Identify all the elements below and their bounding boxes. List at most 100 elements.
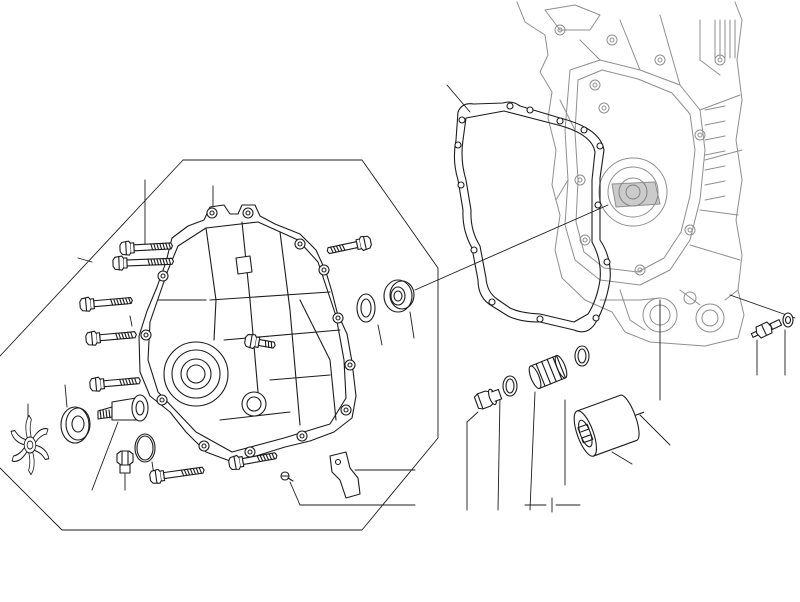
oil-filter-stem: [634, 411, 645, 416]
bolt-thread: [134, 377, 138, 385]
crankshaft-boss: [163, 341, 229, 407]
cover-rib: [269, 374, 331, 381]
bolt-thread: [165, 257, 169, 266]
bolt-thread: [124, 332, 128, 339]
leader-line: [64, 384, 68, 408]
bolt-thread: [128, 378, 132, 385]
engine-bolt-hole: [554, 24, 566, 36]
cover-bolt: [85, 330, 137, 346]
cover-bolt-hole: [297, 241, 303, 247]
engine-bolt-hole-center: [697, 132, 703, 138]
oil-filter-slot: [581, 434, 594, 444]
sensor-hex-edge: [760, 324, 768, 336]
engine-rib: [599, 297, 661, 301]
bolt-thread: [110, 298, 114, 306]
bolt-thread: [165, 242, 169, 250]
sealing-washer-bore: [784, 315, 792, 325]
bolt-head-edge: [233, 455, 237, 470]
bolt-thread: [115, 332, 119, 340]
bolt-shaft: [99, 331, 137, 342]
bolt-thread: [186, 468, 191, 476]
cover-bolt-hole: [247, 449, 253, 455]
engine-rib: [724, 289, 739, 301]
bolt-shaft: [103, 377, 141, 388]
pump-shaft-spring: [105, 409, 108, 419]
engine-cooling-fin: [704, 195, 726, 201]
cover-bolt-boss: [157, 270, 169, 282]
oil-filter-cartridge: [573, 394, 645, 457]
cover-seal-boss: [241, 391, 267, 417]
leader-line: [639, 414, 671, 446]
bearing-seat: [611, 181, 661, 208]
screen-end: [528, 365, 542, 390]
pump-shaft-flange-inner: [135, 400, 145, 416]
engine-cooling-fin: [704, 135, 726, 141]
crankshaft-boss-center: [186, 364, 206, 384]
engine-rib: [659, 14, 681, 86]
bolt-thread: [268, 453, 273, 461]
cover-bolt-boss: [244, 446, 256, 458]
oil-filter-face-inner: [578, 419, 593, 448]
exploded-parts: [0, 84, 796, 531]
bolt-head-edge: [94, 377, 98, 392]
engine-bolt-hole-center: [717, 57, 723, 63]
bolt-thread: [125, 297, 129, 305]
cover-bolt-hole: [201, 443, 207, 449]
crankshaft-end: [625, 184, 641, 200]
bolt-thread: [116, 298, 120, 306]
bracket-screw: [280, 471, 294, 482]
cover-bolt: [228, 452, 278, 471]
bolt-thread: [189, 468, 194, 476]
bolt-thread: [180, 469, 185, 477]
bolt-thread: [338, 244, 343, 252]
bolt-thread: [130, 331, 134, 339]
gasket-bolt-hole: [596, 142, 604, 150]
gasket-bolt-hole: [454, 141, 462, 149]
cover-bolt: [326, 235, 372, 255]
pump-shaft-flange: [131, 394, 149, 422]
pump-boss-inner: [701, 309, 719, 327]
cover-bolt-boss: [344, 359, 356, 371]
leader-line: [497, 395, 501, 511]
bolt-thread: [159, 258, 163, 266]
cover-bolt-boss: [242, 207, 254, 219]
impeller-hub-bore: [26, 440, 34, 450]
gasket-bolt-hole: [592, 314, 600, 322]
pump-seal: [60, 406, 91, 444]
leader-line: [77, 257, 93, 263]
engine-rib: [699, 94, 741, 111]
engine-rib: [699, 209, 739, 216]
cover-bolt-boss: [206, 207, 218, 219]
cover-flange-edge: [147, 221, 347, 453]
screen-coil: [541, 361, 552, 385]
bolt-thread: [270, 341, 273, 349]
cover-bolt-boss: [140, 329, 152, 341]
crankshaft-bore: [598, 157, 668, 227]
bolt-thread: [156, 243, 160, 251]
pump-seal-face: [65, 407, 91, 441]
engine-bolt-hole: [579, 234, 591, 246]
leader-line: [377, 324, 383, 346]
cover-stud: [244, 333, 276, 350]
bolt-thread: [192, 467, 197, 475]
bolt-thread: [271, 452, 276, 460]
engine-crankcase-block: [516, 1, 745, 347]
bolt-thread: [127, 331, 131, 339]
cover-bolt-hole: [143, 332, 149, 338]
pump-o-ring-inner: [136, 435, 154, 461]
engine-bolt-hole-center: [592, 82, 598, 88]
crankcase-cover: [138, 204, 357, 462]
cover-tab: [235, 255, 253, 275]
bolt-thread: [259, 454, 264, 462]
leader-line: [414, 204, 609, 291]
bolt-thread: [256, 455, 261, 463]
cover-bolt-boss: [156, 394, 168, 406]
engine-bolt-hole-center: [582, 237, 588, 243]
cover-bolt-hole: [209, 210, 215, 216]
plug-body: [491, 388, 503, 402]
bolt-thread: [162, 258, 166, 266]
engine-bolt-hole: [634, 264, 646, 276]
engine-bolt-hole: [574, 174, 586, 186]
engine-bolt-hole-center: [577, 177, 583, 183]
